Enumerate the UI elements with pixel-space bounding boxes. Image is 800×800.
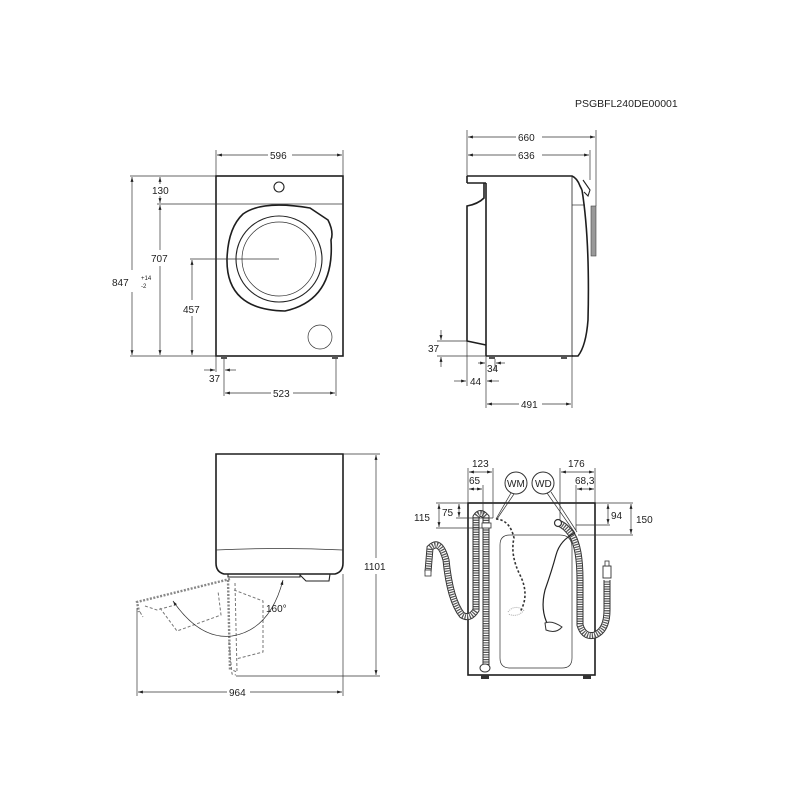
inlet-hose-connector [602,565,612,579]
dim-side-rear-gap: 37 [428,344,440,355]
dim-rear-right-inner-height: 94 [611,511,623,522]
door-open-view: 160° 1101 964 [135,453,386,699]
front-view: 596 847 +14 -2 130 707 457 37 5 [112,150,344,400]
side-rear-panel [466,183,487,346]
dim-front-width: 596 [270,151,287,162]
dim-front-foot-offset: 37 [209,374,221,385]
dim-rear-left-offset: 123 [472,459,489,470]
side-knob [582,179,591,198]
rear-panel-recess [499,534,573,669]
dim-side-foot-spacing: 491 [521,400,538,411]
dim-door-angle: 160° [266,604,287,615]
wm-dashed-cable [495,518,526,613]
dim-rear-right-outer-height: 150 [636,515,653,526]
dim-tol-plus: +14 [141,276,152,282]
drain-hose-end [424,569,432,577]
dim-door-open-height: 1101 [364,562,386,573]
program-knob [273,181,285,193]
wm-callout [504,471,528,495]
document-code: PSGBFL240DE00001 [575,98,678,110]
wd-callout [531,471,555,495]
front-body-outline [215,175,344,357]
dim-front-foot-spacing: 523 [273,389,290,400]
side-view: 660 636 37 34 44 491 [428,130,597,411]
power-plug [544,621,563,632]
top-view-handle [299,573,331,582]
front-foot-right [332,356,338,359]
dim-rear-right-offset: 176 [568,459,585,470]
wd-power-cord [542,532,576,626]
dim-front-panel-height: 130 [152,186,169,197]
top-view-front-line [215,548,344,551]
front-foot-left [221,356,227,359]
dim-rear-right-inner: 68,3 [575,476,595,487]
dim-side-depth-body: 636 [518,151,535,162]
label-wd: WD [535,479,552,490]
dim-front-total-height: 847 [112,278,129,289]
door-open-outline [135,577,231,613]
dim-side-rear-offset: 44 [470,377,482,388]
dim-rear-left-outer-height: 115 [414,513,430,524]
side-handle [590,205,597,257]
side-door [572,189,590,357]
rear-body-outline [467,502,596,676]
dim-side-rear-foot: 34 [487,364,499,375]
dim-rear-left-inner: 65 [469,476,481,487]
filter-cover [307,324,333,350]
rear-view: WM WD 123 65 176 68,3 115 75 [414,459,653,679]
door-angle-arc [172,579,284,637]
dim-tol-minus: -2 [141,284,147,290]
top-view-body [215,453,344,575]
dim-door-open-width: 964 [229,688,246,699]
dim-side-depth-total: 660 [518,133,535,144]
hose-clip [481,522,492,529]
dim-front-drum-top: 707 [151,254,168,265]
label-wm: WM [507,479,525,490]
dim-front-drum-center: 457 [183,305,200,316]
dim-rear-left-inner-height: 75 [442,508,454,519]
